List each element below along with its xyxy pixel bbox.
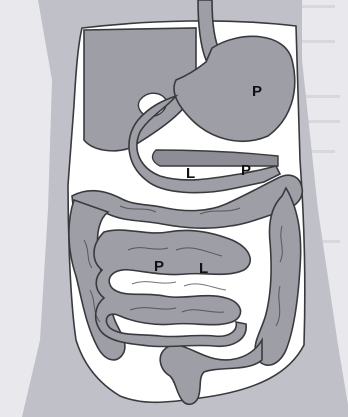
small-intestine-label-l: L <box>199 260 208 277</box>
duodenum-label-l: L <box>186 165 195 182</box>
duodenum-label-p: P <box>241 162 251 179</box>
small-intestine-label-p: P <box>154 258 164 275</box>
stomach-label-p: P <box>252 83 262 100</box>
